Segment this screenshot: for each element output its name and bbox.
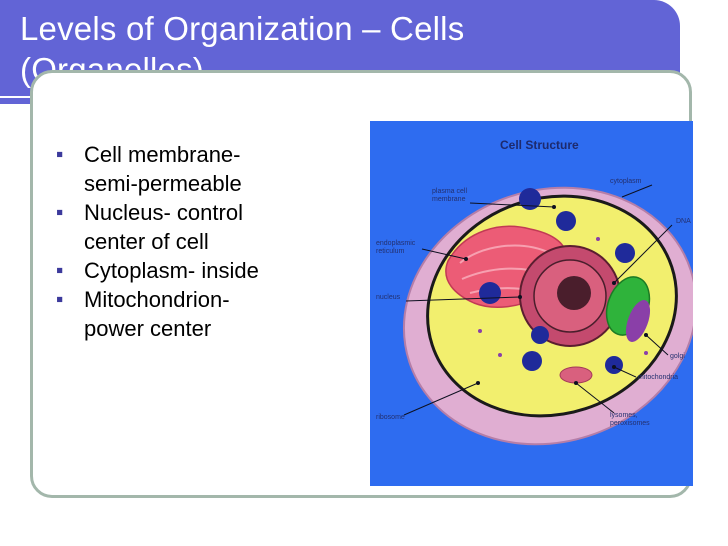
bullet-text: Cell membrane- xyxy=(84,142,241,167)
bullet-item-cell-membrane: ▪ Cell membrane- semi-permeable xyxy=(54,140,354,198)
bullet-item-mitochondrion: ▪ Mitochondrion- power center xyxy=(54,285,354,343)
label-plasma-membrane-1: plasma cell xyxy=(432,188,467,195)
ribosome-dot xyxy=(478,329,482,333)
bullet-text: Mitochondrion- xyxy=(84,287,230,312)
bullet-text: semi-permeable xyxy=(84,171,242,196)
lysosome xyxy=(625,300,651,342)
label-nucleus: nucleus xyxy=(376,294,401,301)
label-plasma-membrane-2: membrane xyxy=(432,196,466,203)
label-mitochondria: mitochondria xyxy=(638,374,678,381)
bullet-icon: ▪ xyxy=(56,143,64,166)
bullet-text: Cytoplasm- inside xyxy=(84,258,259,283)
mitochondrion xyxy=(615,243,635,263)
mitochondrion xyxy=(531,326,549,344)
cell-diagram-svg: Cell Structure plasma cell mem xyxy=(370,121,693,486)
label-ribosome: ribosome xyxy=(376,414,405,421)
bullet-icon: ▪ xyxy=(56,288,64,311)
slide-title-line1: Levels of Organization – Cells xyxy=(20,10,465,47)
label-er-1: endoplasmic xyxy=(376,240,416,247)
bullet-text: Nucleus- control xyxy=(84,200,243,225)
mitochondrion xyxy=(519,188,541,210)
ribosome-dot xyxy=(644,351,648,355)
label-er-2: reticulum xyxy=(376,248,405,255)
bullet-text: power center xyxy=(84,316,212,341)
pointer-arrowheads xyxy=(464,205,648,385)
label-golgi: golgi xyxy=(670,353,685,360)
vesicle xyxy=(559,366,593,384)
mitochondrion xyxy=(556,211,576,231)
label-cytoplasm: cytoplasm xyxy=(610,178,642,185)
ribosome-dot xyxy=(498,353,502,357)
slide-title: Levels of Organization – Cells (Organell… xyxy=(20,8,464,90)
label-dna: DNA xyxy=(676,218,691,225)
bullet-list: ▪ Cell membrane- semi-permeable ▪ Nucleu… xyxy=(54,140,354,343)
nucleolus xyxy=(557,276,591,310)
bullet-text: center of cell xyxy=(84,229,209,254)
mitochondrion xyxy=(479,282,501,304)
bullet-icon: ▪ xyxy=(56,201,64,224)
bullet-icon: ▪ xyxy=(56,259,64,282)
bullet-item-cytoplasm: ▪ Cytoplasm- inside xyxy=(54,256,354,285)
label-lysosomes-2: peroxisomes xyxy=(610,420,650,427)
cell-structure-diagram: Cell Structure plasma cell mem xyxy=(370,121,693,486)
label-lysosomes-1: lysomes, xyxy=(610,412,638,419)
diagram-title: Cell Structure xyxy=(500,138,579,152)
ribosome-dot xyxy=(596,237,600,241)
bullet-item-nucleus: ▪ Nucleus- control center of cell xyxy=(54,198,354,256)
pointer-lines xyxy=(403,184,673,416)
mitochondrion xyxy=(522,351,542,371)
